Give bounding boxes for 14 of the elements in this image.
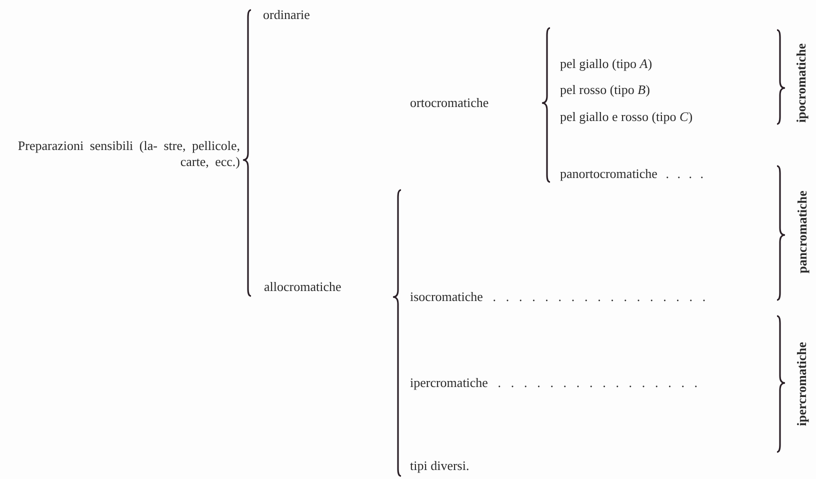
category-label: pel rosso (tipo B)	[560, 82, 650, 98]
category-label: ordinarie	[263, 7, 310, 23]
category-label: tipi diversi.	[410, 458, 470, 474]
vertical-group-label: ipercromatiche	[794, 342, 810, 426]
vertical-group-label: ipocromatiche	[793, 43, 810, 123]
category-label: ortocromatiche	[410, 95, 489, 111]
category-label: pel giallo (tipo A)	[560, 56, 652, 72]
category-label: isocromatiche . . . . . . . . . . . . . . . . .	[410, 289, 706, 305]
category-label: Preparazioni sensibili (la- stre, pellicole, carte, ecc.)	[8, 138, 240, 170]
category-label: pel giallo e rosso (tipo C)	[560, 109, 693, 125]
vertical-group-label: pancromatiche	[794, 190, 810, 274]
category-label: allocromatiche	[264, 279, 342, 295]
category-label: ipercromatiche . . . . . . . . . . . . . . . .	[410, 375, 698, 391]
category-label: panortocromatiche . . . .	[560, 166, 704, 182]
